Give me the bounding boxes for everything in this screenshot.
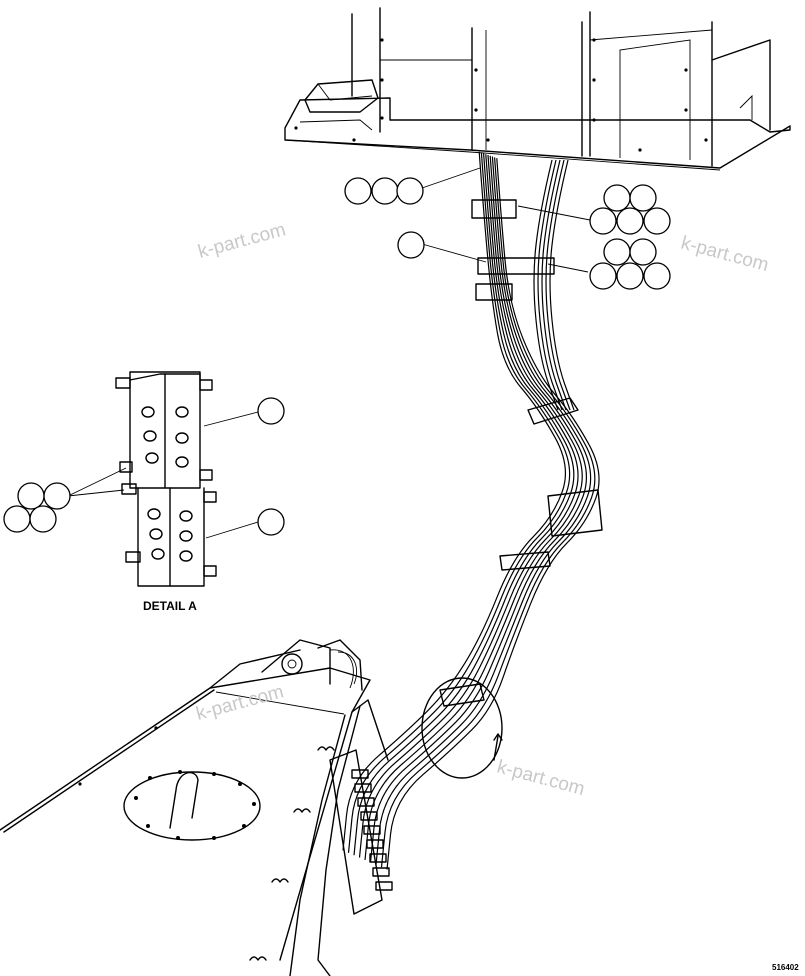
hydraulic-hose — [347, 152, 571, 853]
hydraulic-hose — [353, 153, 575, 856]
detail-a-clamp-assembly — [115, 371, 217, 587]
watermark-2: k-part.com — [679, 233, 771, 277]
upper-frame-structure — [284, 7, 791, 171]
hydraulic-hose — [549, 159, 575, 411]
hose-fitting — [375, 881, 393, 891]
hydraulic-hose — [537, 159, 563, 411]
boom-structure — [0, 639, 389, 976]
watermarks: k-part.com k-part.com k-part.com k-part.… — [194, 219, 771, 800]
drawing-number: 516402 — [772, 963, 799, 972]
hydraulic-hose — [533, 159, 559, 411]
hose-fitting — [372, 867, 390, 877]
hose-bundle — [342, 151, 600, 891]
hose-clamps — [421, 199, 603, 779]
detail-a-label: DETAIL A — [143, 599, 197, 613]
hose-fitting — [363, 825, 381, 835]
hydraulic-hose — [386, 158, 600, 870]
hydraulic-hose — [545, 159, 571, 411]
watermark-4: k-part.com — [495, 757, 587, 801]
watermark-1: k-part.com — [196, 219, 288, 263]
watermark-3: k-part.com — [194, 681, 286, 725]
hydraulic-hose — [380, 157, 596, 868]
hose-fitting — [360, 811, 378, 821]
hydraulic-hose — [541, 159, 567, 411]
hydraulic-hose — [342, 151, 567, 851]
hose-fitting — [369, 853, 387, 863]
callout-bubbles — [3, 167, 671, 539]
hose-fitting — [366, 839, 384, 849]
hydraulic-hose — [358, 154, 579, 858]
hydraulic-hose — [364, 154, 583, 861]
hydraulic-hose — [375, 156, 592, 865]
hydraulic-hose — [369, 155, 588, 863]
